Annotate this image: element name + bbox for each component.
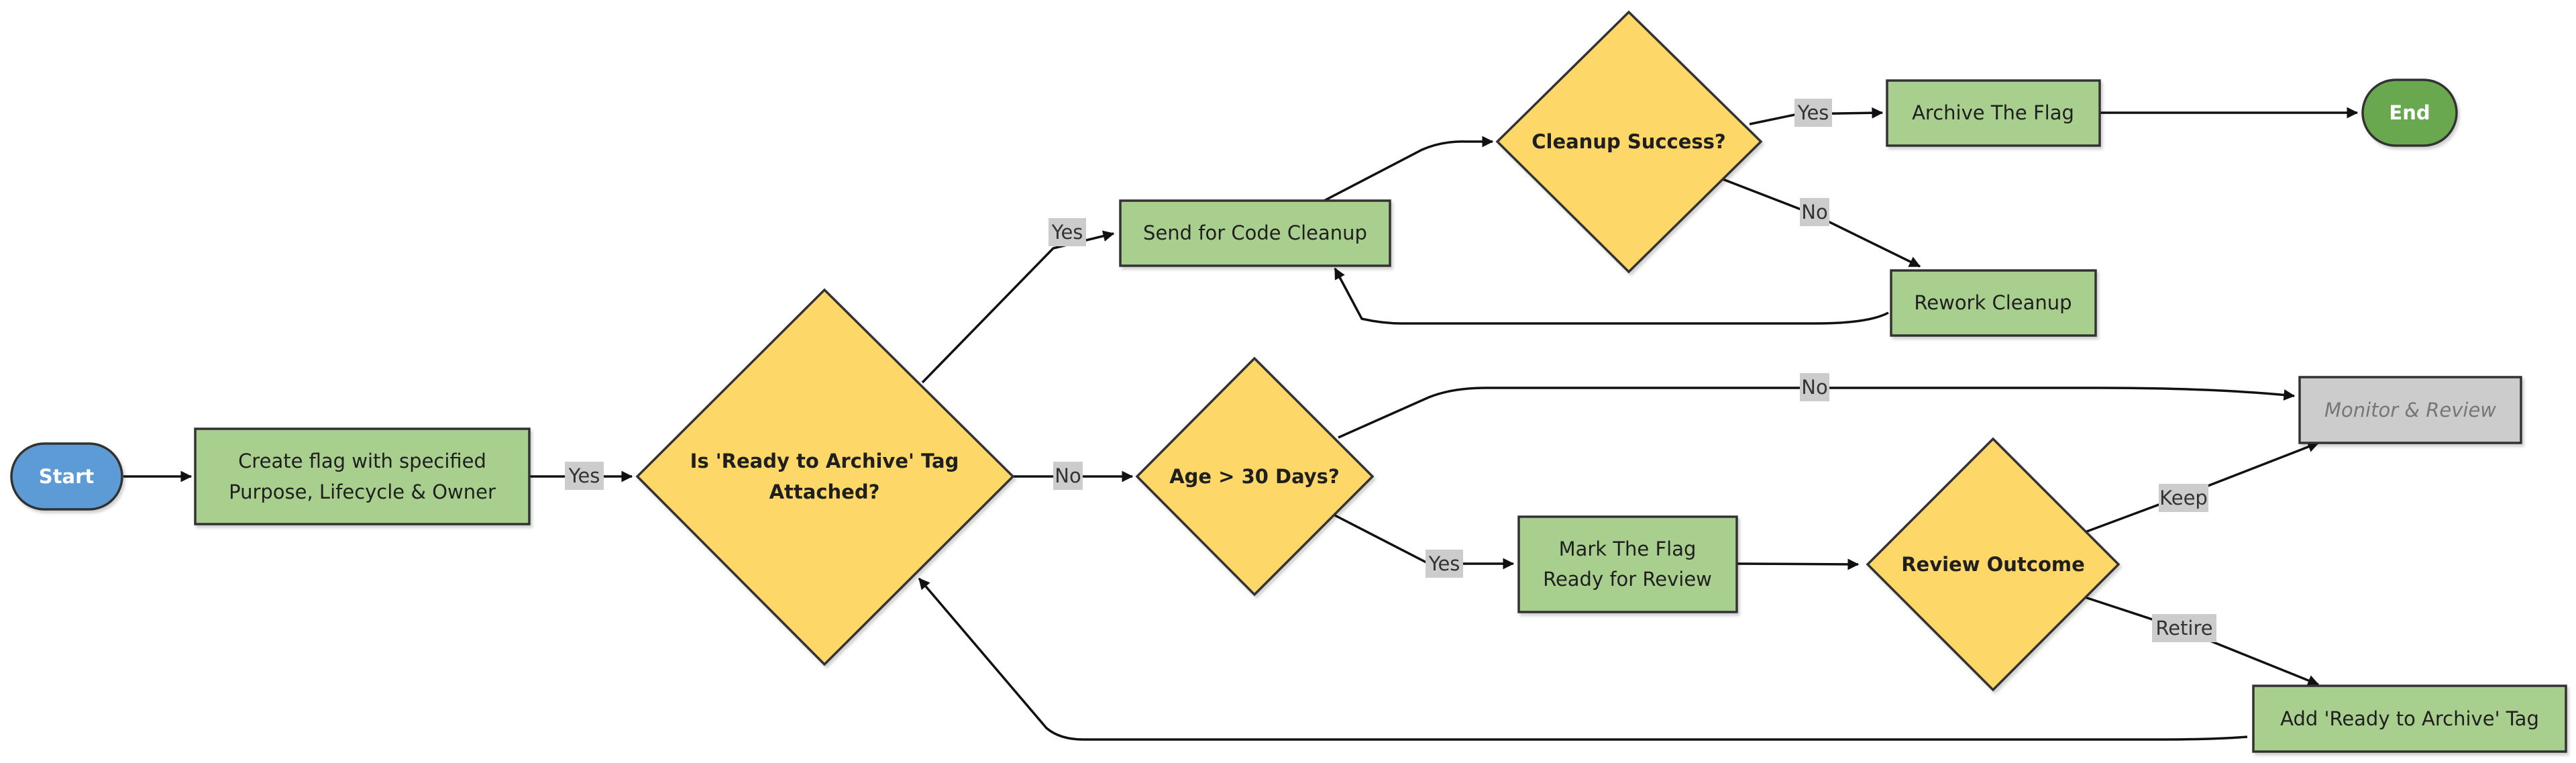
mark-ready-label-line2: Ready for Review xyxy=(1543,568,1712,591)
edge-cleanup-to-success xyxy=(1322,136,1494,203)
add-tag-label: Add 'Ready to Archive' Tag xyxy=(2280,707,2539,730)
edge-label-age-no: No xyxy=(1800,373,1829,401)
send-cleanup-label: Send for Code Cleanup xyxy=(1143,221,1367,244)
svg-text:Yes: Yes xyxy=(1051,221,1083,244)
end-node-label: End xyxy=(2389,101,2430,124)
svg-text:Retire: Retire xyxy=(2155,617,2212,640)
start-node-label: Start xyxy=(39,465,95,488)
svg-text:Keep: Keep xyxy=(2159,487,2208,509)
send-cleanup-node[interactable] xyxy=(1119,199,1391,267)
svg-text:Yes: Yes xyxy=(1428,552,1460,575)
monitor-review-label: Monitor & Review xyxy=(2324,399,2496,421)
edge-label-success-yes: Yes xyxy=(1794,99,1832,127)
svg-text:No: No xyxy=(1801,201,1827,223)
age-decision[interactable] xyxy=(1135,356,1375,597)
start-node[interactable] xyxy=(10,442,123,511)
rework-cleanup-label: Rework Cleanup xyxy=(1914,291,2072,314)
svg-text:Yes: Yes xyxy=(568,464,600,487)
create-flag-node[interactable] xyxy=(194,427,531,525)
ready-tag-decision[interactable] xyxy=(635,288,1015,666)
cleanup-success-decision[interactable] xyxy=(1495,10,1763,274)
edge-labels: Yes Yes No Yes No No Yes Keep xyxy=(565,99,2216,642)
nodes: Start Create flag with specified Purpose… xyxy=(10,10,2567,753)
edge-label-age-yes: Yes xyxy=(1426,550,1463,578)
review-outcome-label: Review Outcome xyxy=(1901,553,2085,576)
edge-label-create-yes: Yes xyxy=(565,462,604,490)
age-decision-label: Age > 30 Days? xyxy=(1169,465,1340,488)
edge-age-to-mark xyxy=(1334,514,1515,570)
ready-tag-decision-label-line2: Attached? xyxy=(769,480,880,503)
edge-rework-to-cleanup xyxy=(1334,267,1889,325)
cleanup-success-label: Cleanup Success? xyxy=(1532,130,1726,153)
add-tag-node[interactable] xyxy=(2252,684,2567,753)
create-flag-label-line1: Create flag with specified xyxy=(238,450,486,472)
edge-label-decision-no: No xyxy=(1053,462,1083,490)
edge-decision-to-cleanup xyxy=(921,230,1115,384)
edge-age-to-monitor xyxy=(1338,387,2296,439)
edge-label-success-no: No xyxy=(1800,198,1829,226)
mark-ready-label-line1: Mark The Flag xyxy=(1559,538,1697,560)
edge-label-decision-yes: Yes xyxy=(1049,218,1086,246)
archive-flag-node[interactable] xyxy=(1886,79,2101,147)
review-outcome-decision[interactable] xyxy=(1866,437,2121,692)
edge-addtag-to-decision xyxy=(918,577,2248,741)
svg-text:Yes: Yes xyxy=(1797,101,1829,124)
svg-text:No: No xyxy=(1801,376,1827,399)
svg-text:No: No xyxy=(1055,464,1081,487)
rework-cleanup-node[interactable] xyxy=(1890,269,2097,337)
ready-tag-decision-label-line1: Is 'Ready to Archive' Tag xyxy=(690,450,959,472)
end-node[interactable] xyxy=(2361,79,2458,147)
edge-label-keep: Keep xyxy=(2159,484,2208,512)
create-flag-label-line2: Purpose, Lifecycle & Owner xyxy=(229,480,496,503)
mark-ready-node[interactable] xyxy=(1517,515,1738,613)
edge-label-retire: Retire xyxy=(2152,614,2216,642)
archive-flag-label: Archive The Flag xyxy=(1912,101,2074,124)
monitor-review-node[interactable] xyxy=(2298,376,2522,444)
